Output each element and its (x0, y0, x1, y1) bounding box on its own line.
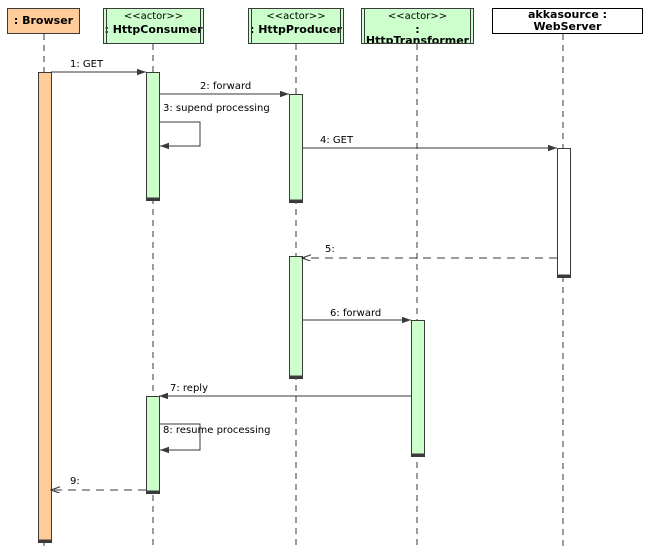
message-label-3: 3: supend processing (163, 103, 270, 114)
participant-browser[interactable]: : Browser (7, 8, 80, 34)
activation-bar-httpconsumer (146, 396, 160, 494)
activation-end-cap-httpconsumer (146, 490, 160, 494)
activation-end-cap-httpconsumer (146, 197, 160, 201)
message-label-6: 6: forward (330, 308, 382, 319)
activation-bar-webserver (557, 148, 571, 278)
participant-webserver[interactable]: akkasource : WebServer (492, 8, 643, 34)
activation-bar-browser (38, 72, 52, 543)
message-label-1: 1: GET (70, 59, 104, 70)
message-arrow-3 (159, 121, 201, 150)
activation-end-cap-httpproducer (289, 375, 303, 379)
activation-end-cap-webserver (557, 274, 571, 278)
activation-end-cap-httptransformer (411, 453, 425, 457)
participant-name-webserver: akkasource : WebServer (527, 8, 608, 33)
activation-end-cap-browser (38, 539, 52, 543)
lifelines-group (43, 34, 564, 548)
activation-end-cap-httpproducer (289, 199, 303, 203)
message-label-9: 9: (70, 476, 80, 487)
participant-name-httpconsumer: : HttpConsumer (104, 22, 203, 36)
activation-bars-group (38, 72, 571, 543)
participant-stereotype-httptransformer: <<actor>> (387, 11, 448, 22)
message-label-8: 8: resume processing (163, 425, 271, 436)
activation-bar-httpconsumer (146, 72, 160, 201)
message-label-5: 5: (325, 244, 335, 255)
activation-bar-httptransformer (411, 320, 425, 457)
participant-stereotype-httpconsumer: <<actor>> (123, 11, 184, 22)
participant-stereotype-httpproducer: <<actor>> (266, 11, 326, 22)
activation-bar-httpproducer (289, 94, 303, 203)
message-label-7: 7: reply (170, 383, 208, 394)
message-label-2: 2: forward (200, 81, 252, 92)
participant-httpproducer[interactable]: <<actor>>: HttpProducer (248, 8, 344, 44)
participant-name-httptransformer: : HttpTransformer (365, 22, 470, 44)
activation-bar-httpproducer (289, 256, 303, 379)
participant-name-httpproducer: : HttpProducer (250, 22, 342, 36)
participant-name-browser: : Browser (13, 14, 74, 28)
message-label-4: 4: GET (320, 135, 354, 146)
message-arrow-8 (159, 423, 201, 454)
message-arrows-group (51, 68, 557, 490)
participant-httptransformer[interactable]: <<actor>>: HttpTransformer (361, 8, 474, 44)
participant-httpconsumer[interactable]: <<actor>>: HttpConsumer (103, 8, 204, 44)
